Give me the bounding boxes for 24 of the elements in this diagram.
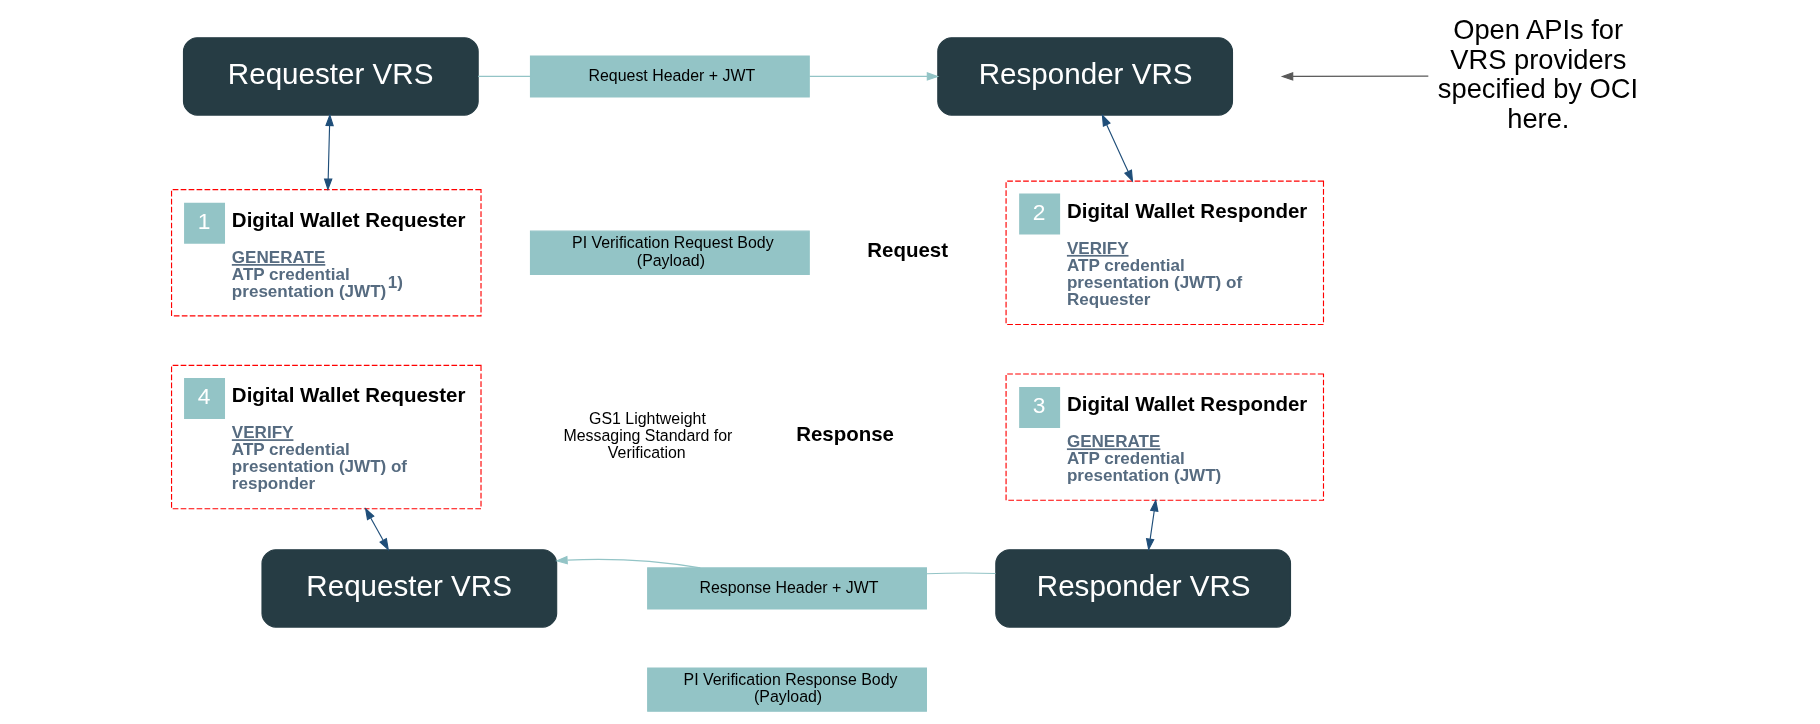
node-box: Requester VRS [260, 549, 557, 628]
arrow [554, 555, 701, 569]
node-box: Response Header + JWT [646, 567, 927, 610]
node-box: Responder VRS [994, 549, 1291, 628]
node-box: 2 Digital Wallet Responder VERIFY ATP credential presentation (JWT) of Requester [1005, 180, 1324, 326]
arrow [808, 72, 939, 81]
node-box: Request Header + JWT [529, 55, 810, 98]
label: GS1 Lightweight Messaging Standard for Verification [563, 410, 732, 462]
node-box: 3 Digital Wallet Responder GENERATE ATP credential presentation (JWT) [1005, 373, 1324, 501]
node-box: PI Verification Response Body (Payload) [646, 667, 927, 712]
node-text: Open APIs for VRS providers specified by OCI here. [1437, 14, 1638, 134]
node-box: Responder VRS [936, 37, 1233, 116]
arrow [364, 507, 389, 551]
node-box: Requester VRS [182, 37, 479, 116]
arrow [323, 113, 334, 192]
arrow [1145, 498, 1159, 552]
arrow [1280, 72, 1429, 81]
label: Response [795, 421, 894, 445]
connector [477, 75, 531, 77]
node-box: 4 Digital Wallet Requester VERIFY ATP credential presentation (JWT) of responder [170, 364, 482, 510]
arrow [1101, 113, 1133, 183]
connector [925, 572, 996, 575]
node-box: PI Verification Request Body (Payload) [529, 230, 810, 275]
label: Request [866, 237, 948, 261]
